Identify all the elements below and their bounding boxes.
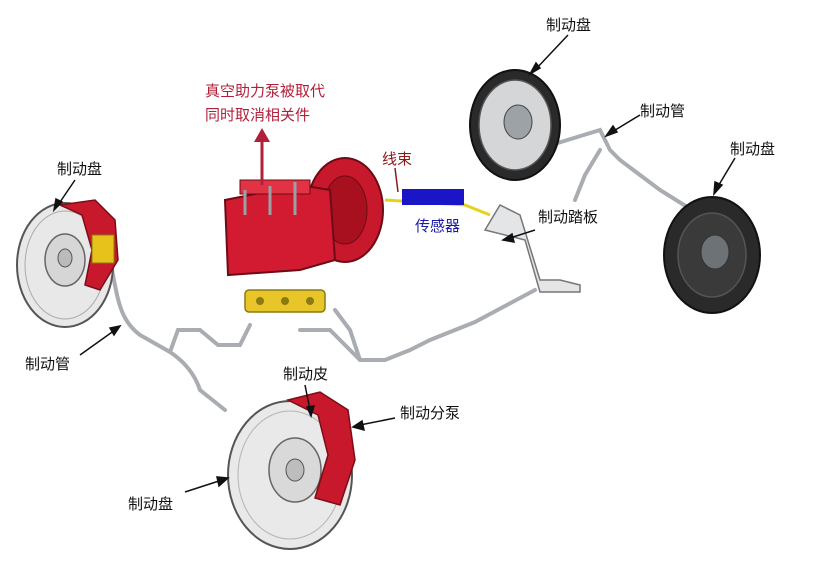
label-wire-harness: 线束 <box>382 150 413 168</box>
label-disc-top-right-a: 制动盘 <box>546 16 592 34</box>
label-disc-left: 制动盘 <box>57 160 103 178</box>
label-vacuum-note-line2: 同时取消相关件 <box>205 106 311 124</box>
label-wheel-cylinder: 制动分泵 <box>400 404 461 422</box>
sensor-box <box>402 189 464 205</box>
callout-arrows <box>52 34 736 493</box>
left-disc-assembly <box>16 199 119 328</box>
label-sensor: 传感器 <box>415 217 461 235</box>
label-brake-pipe-right: 制动管 <box>640 102 686 120</box>
note-arrow <box>254 128 270 185</box>
label-disc-top-right-b: 制动盘 <box>730 140 776 158</box>
brake-lines <box>110 127 702 412</box>
bottom-disc-assembly <box>227 391 356 550</box>
rear-drum-top <box>469 69 561 181</box>
master-cylinder-assembly <box>223 157 384 313</box>
label-brake-pedal: 制动踏板 <box>538 208 599 226</box>
label-brake-pad: 制动皮 <box>283 365 329 383</box>
brake-pedal-assembly <box>483 204 581 293</box>
label-brake-pipe-left: 制动管 <box>25 355 71 373</box>
rear-drum-right <box>663 196 761 314</box>
label-disc-bottom: 制动盘 <box>128 495 174 513</box>
label-vacuum-note-line1: 真空助力泵被取代 <box>205 82 326 100</box>
